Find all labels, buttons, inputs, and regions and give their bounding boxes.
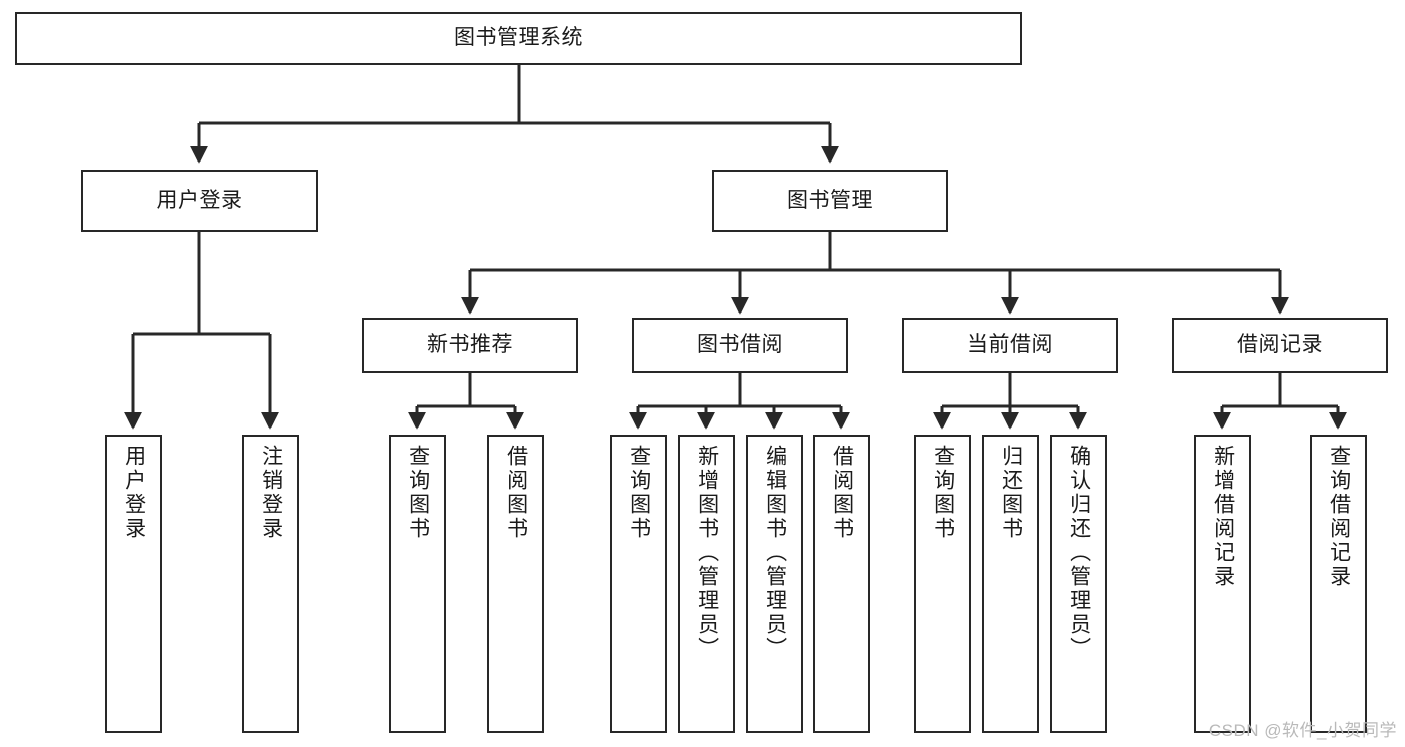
leaf-query-book-recommend[interactable]: 查询图书 [389,435,446,733]
node-label: 注销登录 [259,445,283,541]
node-label: 查询图书 [406,445,430,541]
node-label: 归还图书 [999,445,1023,541]
node-current-borrow[interactable]: 当前借阅 [902,318,1118,373]
node-label: 查询借阅记录 [1327,445,1351,589]
leaf-edit-book[interactable]: 编辑图书（管理员） [746,435,803,733]
node-label: 查询图书 [931,445,955,541]
node-label: 借阅图书 [504,445,528,541]
node-label: 查询图书 [627,445,651,541]
node-label: 图书管理 [787,188,873,212]
node-book-management[interactable]: 图书管理 [712,170,948,232]
node-label: 确认归还（管理员） [1067,445,1091,661]
node-label: 编辑图书（管理员） [763,445,787,661]
node-book-borrow[interactable]: 图书借阅 [632,318,848,373]
leaf-query-book-current[interactable]: 查询图书 [914,435,971,733]
node-label: 借阅记录 [1237,333,1323,357]
node-label: 用户登录 [122,445,146,541]
node-label: 图书借阅 [697,333,783,357]
leaf-add-book[interactable]: 新增图书（管理员） [678,435,735,733]
node-label: 用户登录 [156,188,243,212]
leaf-query-borrow-record[interactable]: 查询借阅记录 [1310,435,1367,733]
node-label: 新增图书（管理员） [695,445,719,661]
leaf-borrow-book[interactable]: 借阅图书 [813,435,870,733]
leaf-logout[interactable]: 注销登录 [242,435,299,733]
leaf-add-borrow-record[interactable]: 新增借阅记录 [1194,435,1251,733]
leaf-query-book-borrow[interactable]: 查询图书 [610,435,667,733]
watermark-text: CSDN @软件_小贺同学 [1208,721,1397,740]
leaf-user-login[interactable]: 用户登录 [105,435,162,733]
node-label: 当前借阅 [967,333,1053,357]
node-label: 借阅图书 [830,445,854,541]
leaf-return-book[interactable]: 归还图书 [982,435,1039,733]
leaf-confirm-return[interactable]: 确认归还（管理员） [1050,435,1107,733]
node-new-book-recommend[interactable]: 新书推荐 [362,318,578,373]
node-borrow-record[interactable]: 借阅记录 [1172,318,1388,373]
leaf-borrow-book-recommend[interactable]: 借阅图书 [487,435,544,733]
node-user-login[interactable]: 用户登录 [81,170,318,232]
node-label: 新增借阅记录 [1211,445,1235,589]
node-label: 新书推荐 [427,333,513,357]
node-label: 图书管理系统 [454,26,583,50]
node-book-management-system[interactable]: 图书管理系统 [15,12,1022,65]
